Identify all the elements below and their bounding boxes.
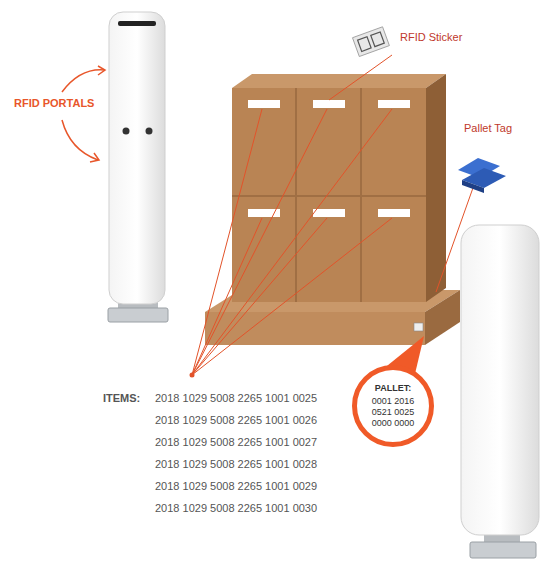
item-code: 2018 1029 5008 2265 1001 0026 [155,414,317,427]
box-stack [232,74,446,302]
pallet-code: 0000 0000 [372,418,415,429]
callout-circle: PALLET: 0001 20160521 00250000 0000 [352,365,434,447]
leader-line [192,55,474,375]
leader-dot [190,373,195,378]
callout-heading: PALLET: [375,383,411,394]
group-label: RFID PORTALS [14,97,94,110]
part-label: RFID Sticker [400,31,462,44]
pallet-tag-icon [458,158,506,193]
heading-label: ITEMS: [103,392,140,405]
item-code: 2018 1029 5008 2265 1001 0027 [155,436,317,449]
pallet-code: 0521 0025 [372,407,415,418]
rfid-sticker-icon [352,27,389,57]
rfid-portal [108,12,168,322]
item-code: 2018 1029 5008 2265 1001 0029 [155,480,317,493]
rfid-portal [461,225,539,558]
item-code: 2018 1029 5008 2265 1001 0030 [155,502,317,515]
pallet-code: 0001 2016 [372,396,415,407]
part-label: Pallet Tag [464,122,512,135]
curved-arrow [62,66,105,162]
item-code: 2018 1029 5008 2265 1001 0025 [155,392,317,405]
item-code: 2018 1029 5008 2265 1001 0028 [155,458,317,471]
